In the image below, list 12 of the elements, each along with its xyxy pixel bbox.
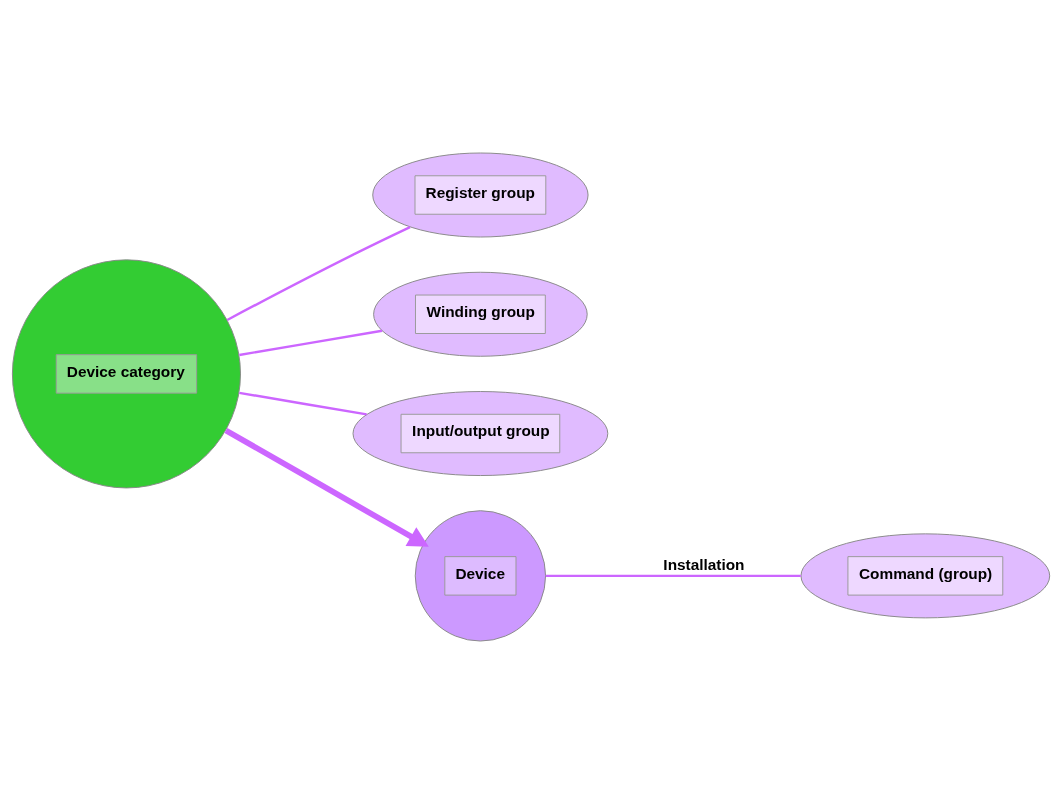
node-circle: Device bbox=[414, 510, 547, 642]
arrow bbox=[224, 427, 429, 547]
node-ellipse: Command (group) bbox=[800, 533, 1051, 619]
edge-label: Installation bbox=[663, 555, 745, 573]
connector bbox=[226, 226, 411, 321]
connector bbox=[239, 329, 383, 357]
node-ellipse: Input/output group bbox=[352, 391, 609, 477]
connector bbox=[545, 574, 801, 578]
node-circle: Device category bbox=[11, 259, 241, 489]
connector bbox=[239, 391, 367, 416]
node-ellipse: Register group bbox=[372, 152, 589, 238]
node-ellipse: Winding group bbox=[373, 271, 588, 357]
